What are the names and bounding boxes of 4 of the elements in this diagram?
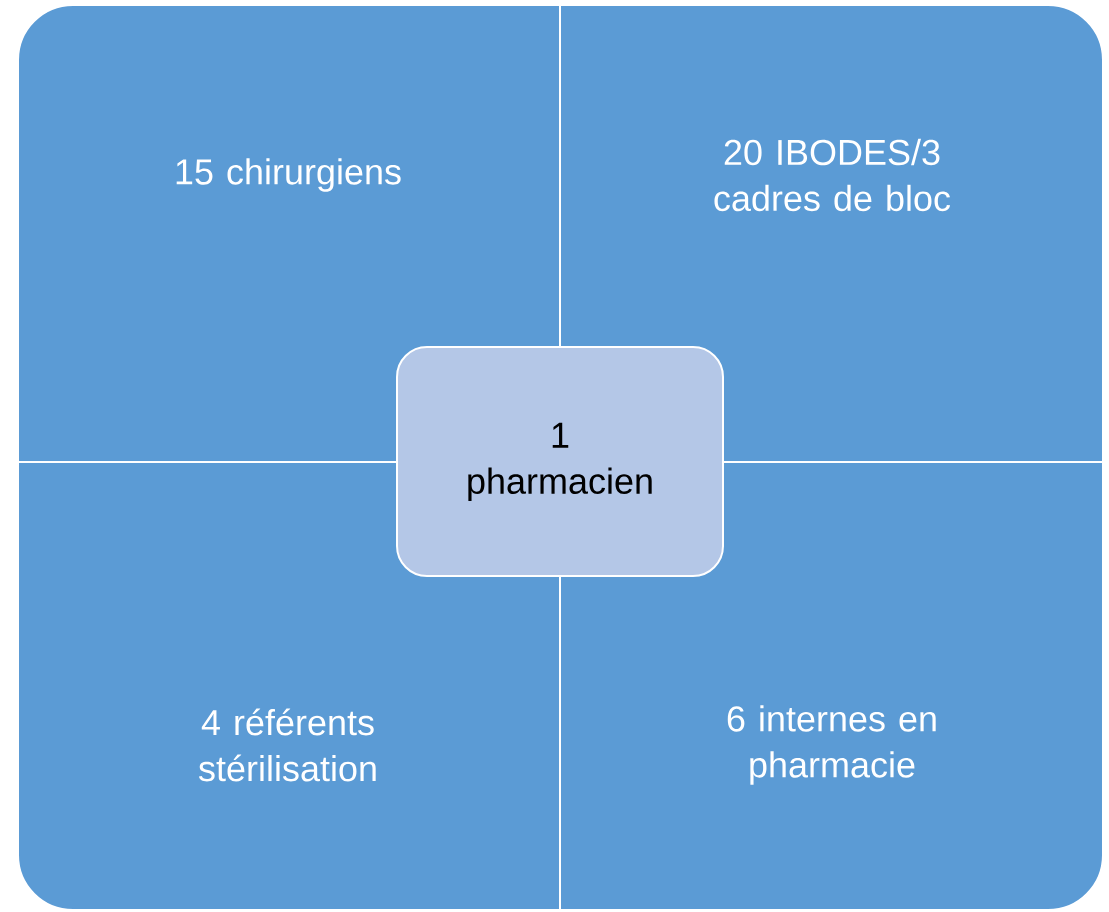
center-box: 1 pharmacien <box>396 346 724 577</box>
node-label: 4 référents stérilisation <box>198 708 376 782</box>
node-label: 6 internes en pharmacie <box>727 705 936 785</box>
node-label: 20 IBODES/3 cadres de bloc <box>714 138 951 212</box>
